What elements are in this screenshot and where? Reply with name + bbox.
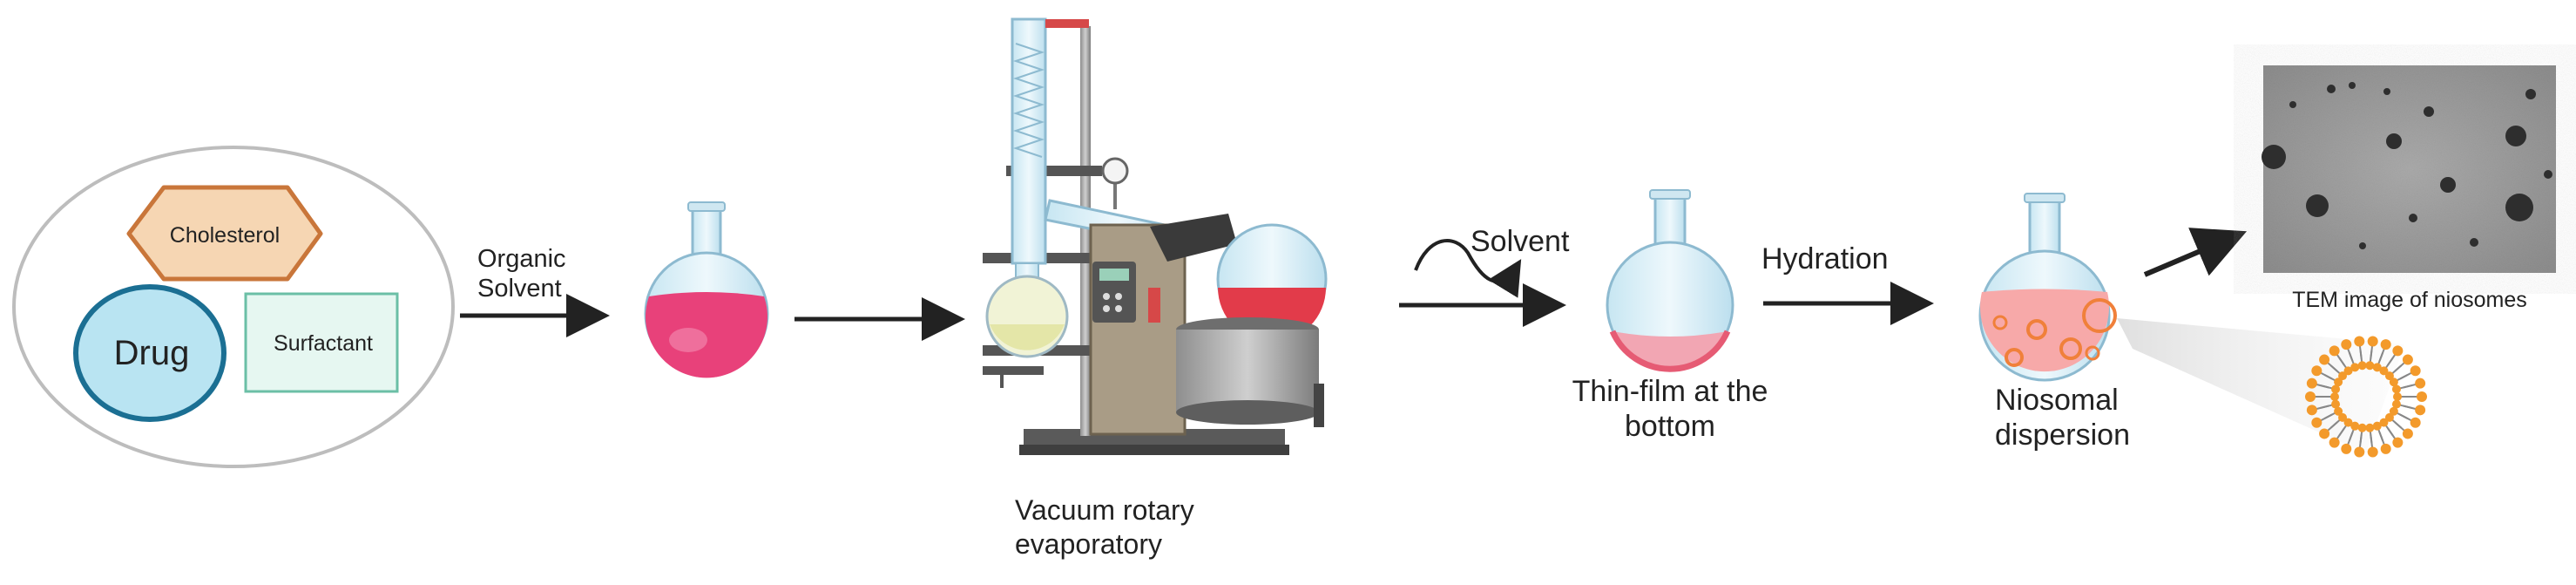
hydration-step: Hydration xyxy=(1761,242,1934,325)
ingredients-group: Cholesterol Surfactant Drug xyxy=(12,146,455,468)
solvent-label: Solvent xyxy=(1471,225,1570,258)
tem-caption: TEM image of niosomes xyxy=(2292,288,2527,312)
niosomal-label-line1: Niosomal xyxy=(1995,384,2119,417)
organic-label-line2: Solvent xyxy=(477,275,562,303)
cholesterol-label: Cholesterol xyxy=(170,223,280,248)
hydration-label: Hydration xyxy=(1761,242,1889,275)
drug-shape: Drug xyxy=(73,284,226,422)
thin-film-label-line1: Thin-film at the xyxy=(1572,375,1768,408)
cholesterol-shape: Cholesterol xyxy=(126,185,323,282)
organic-solvent-step: Organic Solvent xyxy=(460,245,610,337)
solvent-step: Solvent xyxy=(1399,225,1570,327)
surfactant-label: Surfactant xyxy=(274,331,373,356)
flask-thin-film: Thin-film at the bottom xyxy=(1572,189,1768,443)
rotary-evaporator: Vacuum rotary evaporatory xyxy=(983,17,1328,560)
flask-pink-solution xyxy=(644,201,769,378)
niosomal-label-line2: dispersion xyxy=(1995,418,2130,452)
solvent-wave-arrow xyxy=(1414,239,1522,298)
evaporator-label-line2: evaporatory xyxy=(1015,528,1162,560)
tem-image: TEM image of niosomes xyxy=(2262,65,2556,312)
organic-label-line1: Organic xyxy=(477,245,566,273)
niosome-vesicle-icon xyxy=(2305,336,2427,458)
surfactant-shape: Surfactant xyxy=(244,292,399,393)
arrow-to-tem xyxy=(2143,228,2248,277)
evaporator-label-line1: Vacuum rotary xyxy=(1015,494,1194,526)
thin-film-label-line2: bottom xyxy=(1625,410,1715,443)
drug-label: Drug xyxy=(114,334,190,372)
